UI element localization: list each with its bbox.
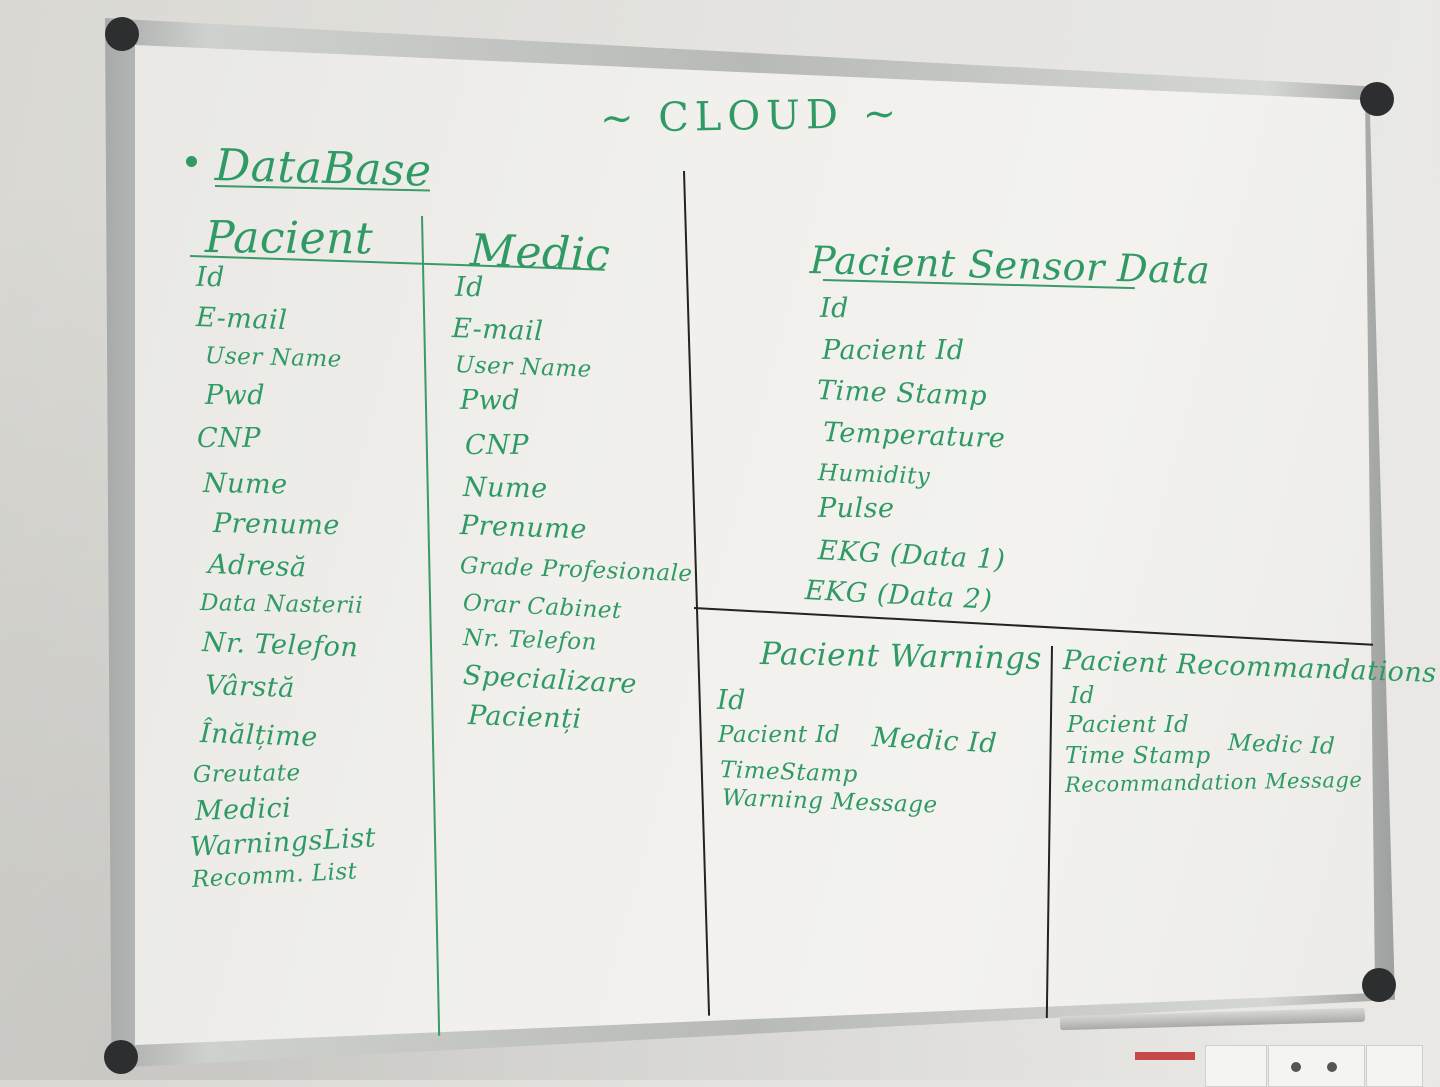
bullet — [186, 156, 197, 167]
outlet-hole — [1291, 1062, 1301, 1072]
medic-field: Prenume — [459, 510, 588, 546]
frame-corner-bottom-left — [104, 1040, 138, 1074]
whiteboard-surface — [135, 45, 1375, 1045]
frame-corner-bottom-right — [1362, 968, 1396, 1002]
medic-field: Pacienți — [467, 700, 583, 735]
sensor-field: Pulse — [818, 493, 895, 524]
medic-field: E-mail — [451, 313, 544, 348]
medic-field: Id — [455, 272, 484, 303]
warnings-field: TimeStamp — [719, 757, 859, 788]
pacient-field: Adresă — [207, 549, 308, 584]
wall-outlet — [1205, 1045, 1267, 1087]
outlet-hole — [1327, 1062, 1337, 1072]
frame-corner-top-right — [1360, 82, 1394, 116]
database-heading: DataBase — [214, 140, 433, 197]
medic-field: Nume — [462, 472, 548, 505]
pacient-field: Prenume — [212, 508, 341, 542]
sensor-field: Humidity — [817, 460, 931, 490]
pacient-field: Medici — [194, 792, 292, 827]
recommendations-field: Medic Id — [1227, 730, 1336, 760]
sensor-field: Id — [820, 293, 849, 324]
recommendations-field: Time Stamp — [1065, 743, 1211, 769]
medic-field: Nr. Telefon — [462, 625, 598, 656]
sensor-field: Pacient Id — [822, 335, 965, 366]
wall-outlet — [1268, 1045, 1365, 1087]
pacient-field: CNP — [197, 423, 261, 454]
pacient-field: E-mail — [195, 302, 288, 337]
warnings-field: Medic Id — [871, 722, 998, 760]
warnings-field: Id — [717, 685, 746, 716]
pacient-field: Nr. Telefon — [201, 627, 359, 664]
pacient-field: Înălțime — [199, 718, 319, 754]
recommendations-field: Id — [1070, 683, 1095, 709]
medic-field: CNP — [465, 430, 529, 461]
pacient-field: Pwd — [205, 380, 266, 411]
pacient-field: Data Nasterii — [199, 590, 364, 619]
medic-field: User Name — [454, 352, 593, 383]
sensor-field: Time Stamp — [816, 375, 988, 412]
warnings-heading: Pacient Warnings — [759, 636, 1043, 677]
pacient-field: Id — [196, 262, 225, 293]
pacient-field: Nume — [202, 468, 288, 501]
pacient-heading: Pacient — [204, 212, 374, 265]
pacient-field: Vârstă — [204, 670, 296, 705]
red-strip — [1135, 1052, 1195, 1060]
board-title: ~ CLOUD ~ — [599, 90, 903, 142]
recommendations-field: Pacient Id — [1067, 712, 1190, 738]
medic-heading: Medic — [469, 225, 612, 281]
medic-field: Pwd — [460, 385, 521, 416]
warnings-field: Pacient Id — [718, 722, 841, 748]
pacient-field: Greutate — [192, 760, 301, 788]
sensor-field: Temperature — [822, 417, 1006, 455]
frame-corner-top-left — [105, 17, 139, 51]
wall-outlet — [1366, 1045, 1423, 1087]
pacient-field: User Name — [204, 343, 343, 373]
